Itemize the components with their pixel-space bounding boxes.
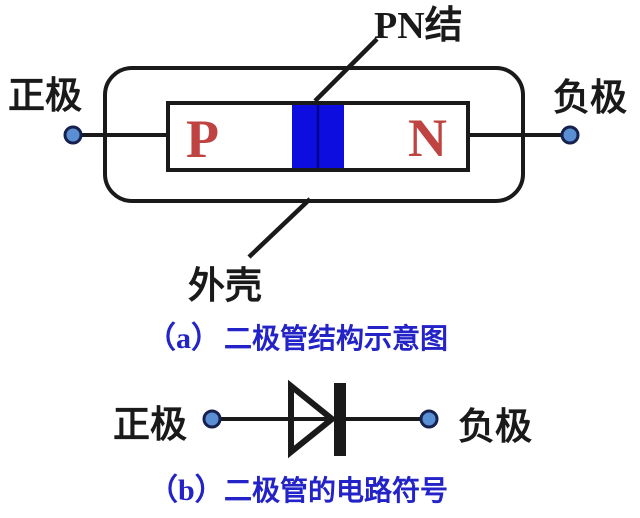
- anode-label-a: 正极: [8, 75, 82, 117]
- pn-junction-label: PN结: [374, 5, 463, 47]
- diode-triangle-icon: [288, 379, 337, 459]
- anode-terminal-dot: [63, 125, 83, 145]
- case-label: 外壳: [188, 265, 262, 307]
- symbol-diagram: 正极 负极 （b） 二极管的电路符号: [113, 379, 532, 507]
- caption-b-index: （b）: [148, 473, 225, 507]
- symbol-anode-terminal-dot: [202, 409, 222, 429]
- case-pointer-line: [247, 197, 312, 259]
- pn-junction-pointer-line: [313, 37, 379, 103]
- caption-a-index: （a）: [146, 321, 221, 355]
- caption-b-text: 二极管的电路符号: [224, 474, 448, 507]
- cathode-terminal-dot: [560, 125, 580, 145]
- anode-label-b: 正极: [113, 404, 187, 446]
- symbol-cathode-terminal-dot: [419, 409, 439, 429]
- cathode-label-b: 负极: [458, 406, 532, 448]
- n-region-label: N: [408, 108, 447, 168]
- p-region-label: P: [186, 109, 219, 169]
- cathode-label-a: 负极: [553, 77, 627, 119]
- diode-cathode-bar-icon: [334, 383, 346, 456]
- semiconductor-body-outline: [166, 101, 470, 172]
- caption-a-text: 二极管结构示意图: [224, 322, 448, 355]
- structure-diagram: P N PN结 正极 负极 外壳 （a） 二极管结构示意图: [8, 5, 627, 355]
